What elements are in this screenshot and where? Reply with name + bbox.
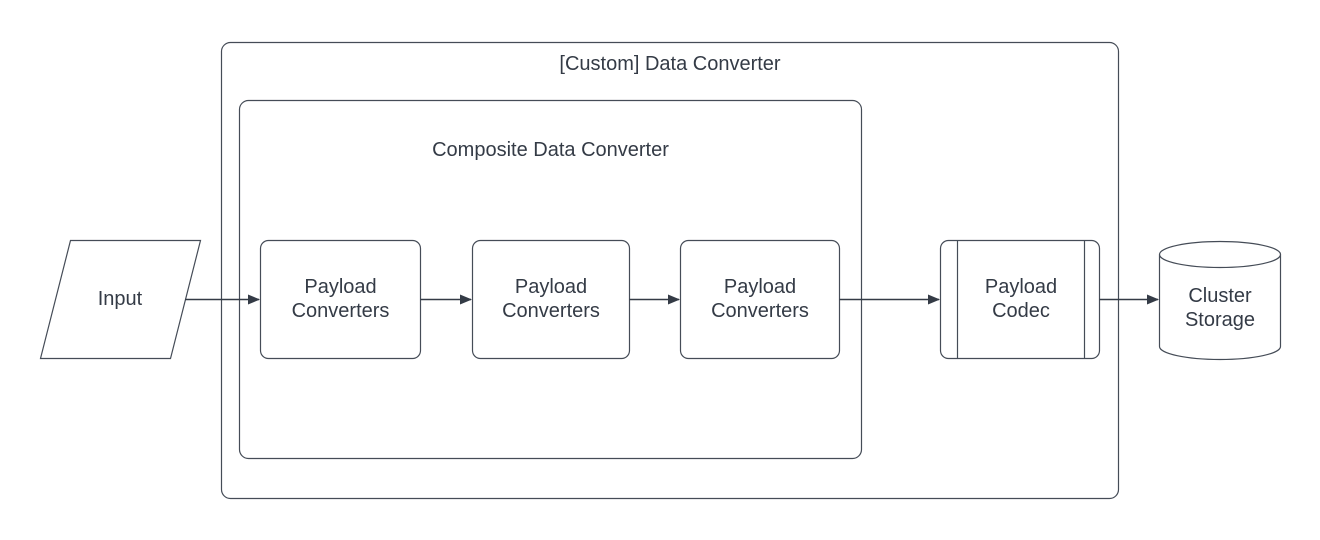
custom-data-converter-container-box bbox=[220, 41, 1120, 500]
payload-converters-label-2: Payload Converters bbox=[502, 276, 600, 322]
cluster-storage-cylinder-top-ellipse bbox=[1158, 254, 1282, 269]
outer-container-title: [Custom] Data Converter bbox=[559, 53, 781, 75]
payload-converters-label-1: Payload Converters bbox=[291, 276, 390, 322]
inner-container-title: Composite Data Converter bbox=[432, 139, 669, 161]
cluster-storage-cylinder-shape bbox=[1158, 240, 1282, 361]
payload-converters-label-3: Payload Converters bbox=[711, 276, 809, 322]
input-parallelogram-shape bbox=[39, 239, 202, 360]
composite-data-converter-container-box bbox=[238, 99, 863, 460]
payload-codec-label: Payload Codec bbox=[984, 276, 1058, 322]
input-label: Input bbox=[97, 288, 143, 310]
cluster-storage-label: Cluster Storage bbox=[1184, 285, 1256, 331]
